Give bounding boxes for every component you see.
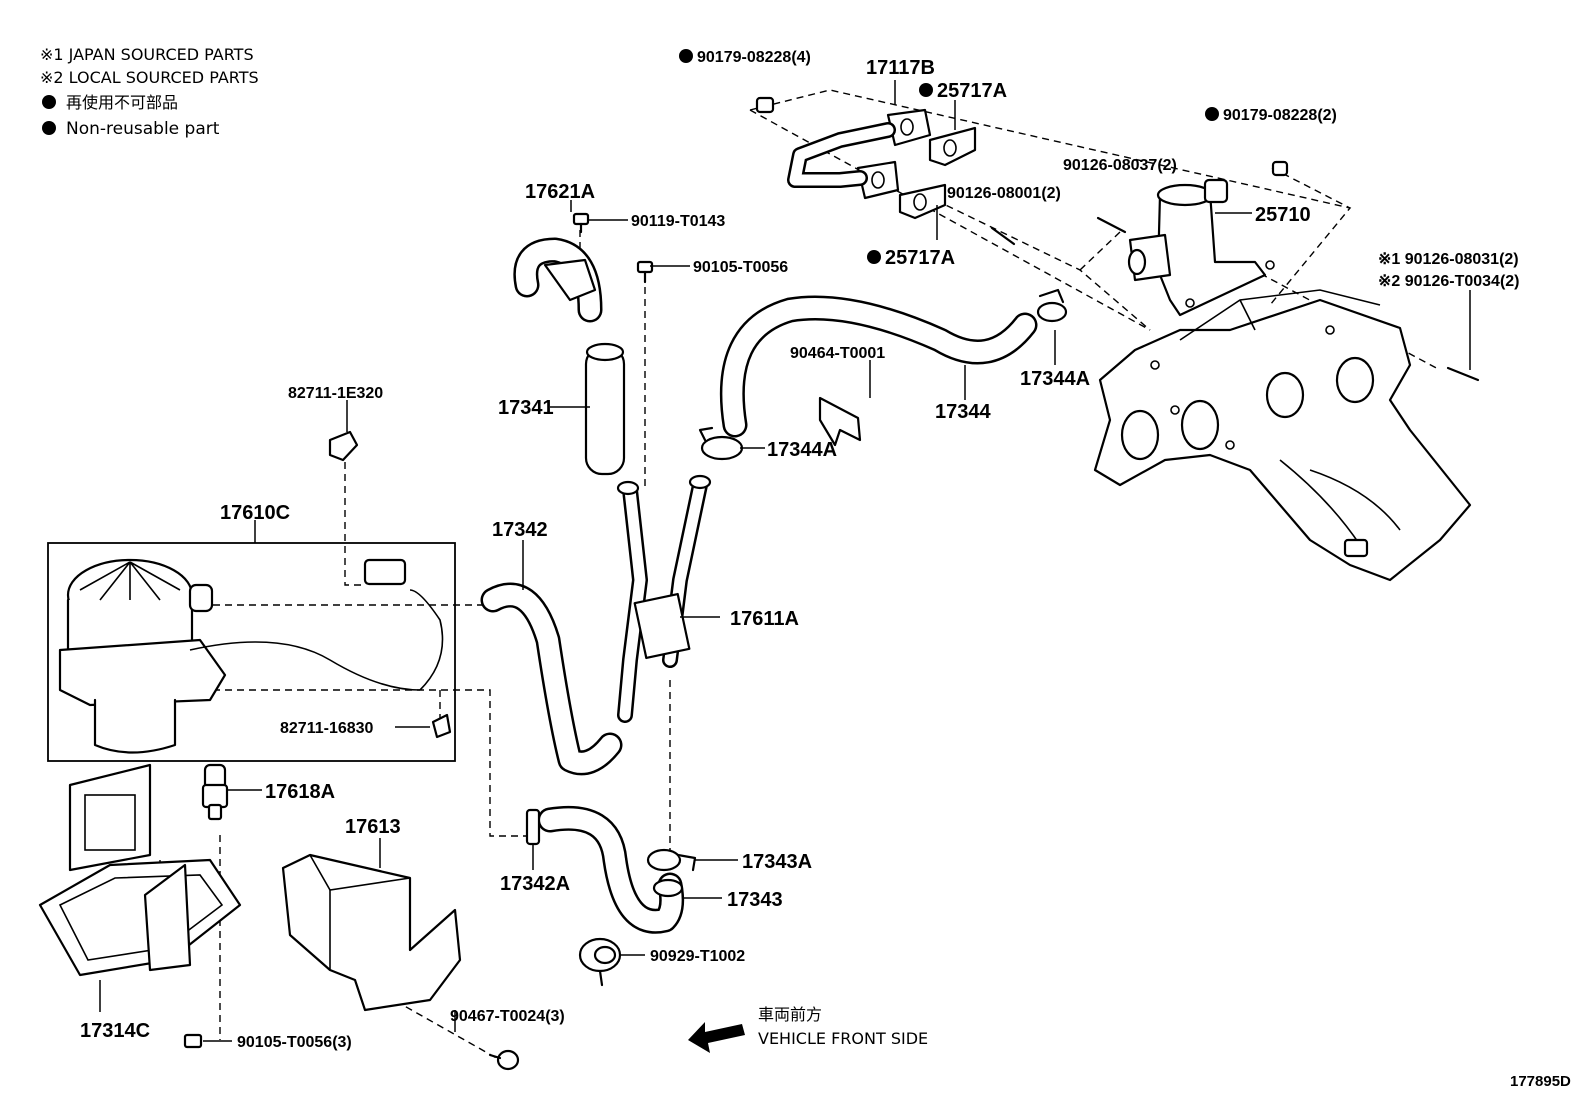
elbow-17621a — [513, 237, 603, 323]
label-90179-08228-2: 90179-08228(2) — [1223, 107, 1337, 124]
hose-17341 — [584, 342, 626, 476]
hose-clamp-right — [1036, 288, 1068, 323]
leader-lines — [99, 80, 1471, 1042]
label-90126-t0034: ※2 90126-T0034(2) — [1378, 273, 1520, 290]
non-reusable-dot-icon — [867, 250, 881, 264]
grommet-90929 — [578, 937, 622, 987]
part-labels: 90179-08228(4) 17117B 25717A 90179-08228… — [80, 49, 1571, 1090]
label-17621a: 17621A — [525, 181, 595, 203]
label-25717a-top: 25717A — [937, 80, 1007, 102]
label-17344a-mid: 17344A — [767, 439, 837, 461]
bolts-bottom — [183, 1033, 520, 1071]
legend-local-sourced: ※2 LOCAL SOURCED PARTS — [40, 68, 259, 87]
label-17342: 17342 — [492, 519, 548, 541]
bracket-17314c — [38, 763, 242, 977]
hose-17342 — [480, 582, 623, 776]
label-17341: 17341 — [498, 397, 554, 419]
pipe-17611a — [616, 474, 712, 723]
air-hose-17344 — [719, 295, 1038, 438]
air-pump-assembly — [47, 542, 456, 762]
gaskets-and-pipe — [787, 108, 977, 220]
label-90179-08228-4: 90179-08228(4) — [697, 49, 811, 66]
label-17343: 17343 — [727, 889, 783, 911]
label-vehicle-front-en: VEHICLE FRONT SIDE — [758, 1029, 928, 1048]
label-90929-t1002: 90929-T1002 — [650, 948, 745, 965]
legend-non-reusable-jp: 再使用不可部品 — [66, 93, 178, 112]
label-17613: 17613 — [345, 816, 401, 838]
non-reusable-dot-icon — [919, 83, 933, 97]
non-reusable-dot-icon — [679, 49, 693, 63]
label-90126-08031: ※1 90126-08031(2) — [1378, 251, 1519, 268]
label-17618a: 17618A — [265, 781, 335, 803]
label-17342a: 17342A — [500, 873, 570, 895]
clip-90464 — [818, 396, 862, 447]
exhaust-manifold — [1093, 289, 1472, 582]
front-arrow-icon — [688, 1022, 745, 1053]
label-17344: 17344 — [935, 401, 991, 423]
label-90464-t0001: 90464-T0001 — [790, 345, 885, 362]
non-reusable-dot-icon — [42, 95, 56, 109]
non-reusable-dot-icon — [1205, 107, 1219, 121]
label-82711-16830: 82711-16830 — [280, 720, 374, 737]
hose-17343 — [537, 805, 685, 934]
label-17610c: 17610C — [220, 502, 290, 524]
label-90105-t0056: 90105-T0056 — [693, 259, 788, 276]
cover-17613 — [281, 853, 462, 1012]
check-valve-17342a — [525, 808, 541, 846]
figure-id: 177895D — [1510, 1073, 1571, 1090]
plug-17618a — [201, 763, 229, 821]
label-82711-1e320: 82711-1E320 — [288, 385, 383, 402]
label-17117b: 17117B — [866, 57, 935, 79]
non-reusable-dot-icon — [42, 121, 56, 135]
label-vehicle-front-jp: 車両前方 — [758, 1005, 822, 1024]
legend-non-reusable-en: Non-reusable part — [66, 119, 220, 139]
fasteners — [572, 96, 1480, 382]
legend-japan-sourced: ※1 JAPAN SOURCED PARTS — [40, 45, 254, 64]
label-25710: 25710 — [1255, 204, 1311, 226]
label-17314c: 17314C — [80, 1020, 150, 1042]
clamp-17343a — [646, 848, 697, 872]
label-17343a: 17343A — [742, 851, 812, 873]
legend: ※1 JAPAN SOURCED PARTS ※2 LOCAL SOURCED … — [40, 45, 259, 139]
air-switching-valve — [1127, 178, 1275, 317]
label-90126-08001: 90126-08001(2) — [947, 185, 1061, 202]
connector-82711-1e320 — [328, 430, 359, 462]
label-17611a: 17611A — [730, 608, 799, 630]
label-90119-t0143: 90119-T0143 — [631, 213, 725, 230]
label-90126-08037: 90126-08037(2) — [1063, 157, 1177, 174]
label-17344a-right: 17344A — [1020, 368, 1090, 390]
label-90105-t0056-3: 90105-T0056(3) — [237, 1034, 352, 1051]
label-25717a-mid: 25717A — [885, 247, 955, 269]
label-90467-t0024: 90467-T0024(3) — [450, 1008, 565, 1025]
